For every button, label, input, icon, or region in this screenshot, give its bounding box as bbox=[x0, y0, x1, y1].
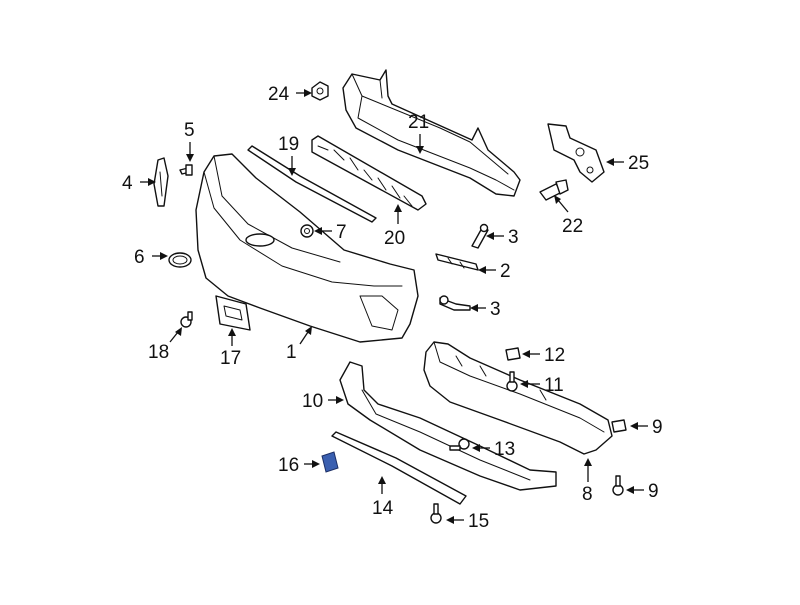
callout-11: 10 bbox=[302, 391, 323, 412]
screw-5 bbox=[179, 164, 193, 176]
highlight-clip bbox=[321, 451, 339, 473]
callout-18: 17 bbox=[220, 348, 241, 369]
push-pin-upper bbox=[471, 223, 489, 249]
emblem-ring bbox=[168, 252, 192, 268]
callout-16: 15 bbox=[468, 511, 489, 532]
callout-22: 21 bbox=[408, 112, 429, 133]
clip-13 bbox=[505, 347, 521, 361]
callout-3-lower: 3 bbox=[490, 299, 501, 320]
callout-23: 22 bbox=[562, 216, 583, 237]
callout-8: 8 bbox=[582, 484, 593, 505]
callout-labels: 24 21 25 22 19 20 4 5 6 7 3 2 3 1 17 18 … bbox=[122, 84, 663, 532]
callout-24: 24 bbox=[268, 84, 290, 105]
bolt-9 bbox=[612, 475, 624, 496]
callout-25: 25 bbox=[628, 153, 649, 174]
callout-13: 12 bbox=[544, 345, 565, 366]
callout-21: 20 bbox=[384, 228, 405, 249]
leader-lines bbox=[140, 89, 648, 524]
bolt-23 bbox=[539, 179, 569, 201]
bolt-19 bbox=[180, 311, 193, 328]
nut-24 bbox=[311, 81, 329, 101]
callout-6: 6 bbox=[134, 247, 145, 268]
bolt-12 bbox=[506, 371, 518, 392]
side-bracket bbox=[435, 253, 479, 271]
callout-14: 13 bbox=[494, 439, 515, 460]
callout-2: 2 bbox=[500, 261, 511, 282]
upper-trim-strip bbox=[247, 145, 377, 223]
lower-deflector bbox=[423, 341, 613, 455]
mount-bracket-25 bbox=[547, 123, 605, 183]
callout-9: 9 bbox=[648, 481, 659, 502]
bolt-16 bbox=[430, 503, 442, 524]
callout-12: 11 bbox=[544, 375, 564, 396]
bumper-cover bbox=[195, 153, 419, 343]
callout-1: 1 bbox=[286, 342, 297, 363]
callout-20: 19 bbox=[278, 134, 299, 155]
side-mount-bracket bbox=[153, 157, 169, 207]
callout-5: 5 bbox=[184, 120, 195, 141]
callout-7: 7 bbox=[336, 222, 347, 243]
callout-15: 14 bbox=[372, 498, 394, 519]
callout-17: 16 bbox=[278, 455, 299, 476]
push-pin-lower bbox=[439, 295, 471, 311]
callout-19: 18 bbox=[148, 342, 169, 363]
lower-trim-strip bbox=[331, 431, 467, 505]
clip-7 bbox=[300, 224, 314, 238]
license-bracket bbox=[215, 295, 251, 331]
callout-3-upper: 3 bbox=[508, 227, 519, 248]
callout-4: 4 bbox=[122, 173, 133, 194]
reinforcement-beam bbox=[342, 69, 521, 197]
lower-grille bbox=[339, 361, 557, 491]
energy-absorber bbox=[311, 135, 427, 211]
clip-10 bbox=[611, 419, 627, 433]
callout-10: 9 bbox=[652, 417, 663, 438]
bolt-14 bbox=[449, 438, 470, 451]
